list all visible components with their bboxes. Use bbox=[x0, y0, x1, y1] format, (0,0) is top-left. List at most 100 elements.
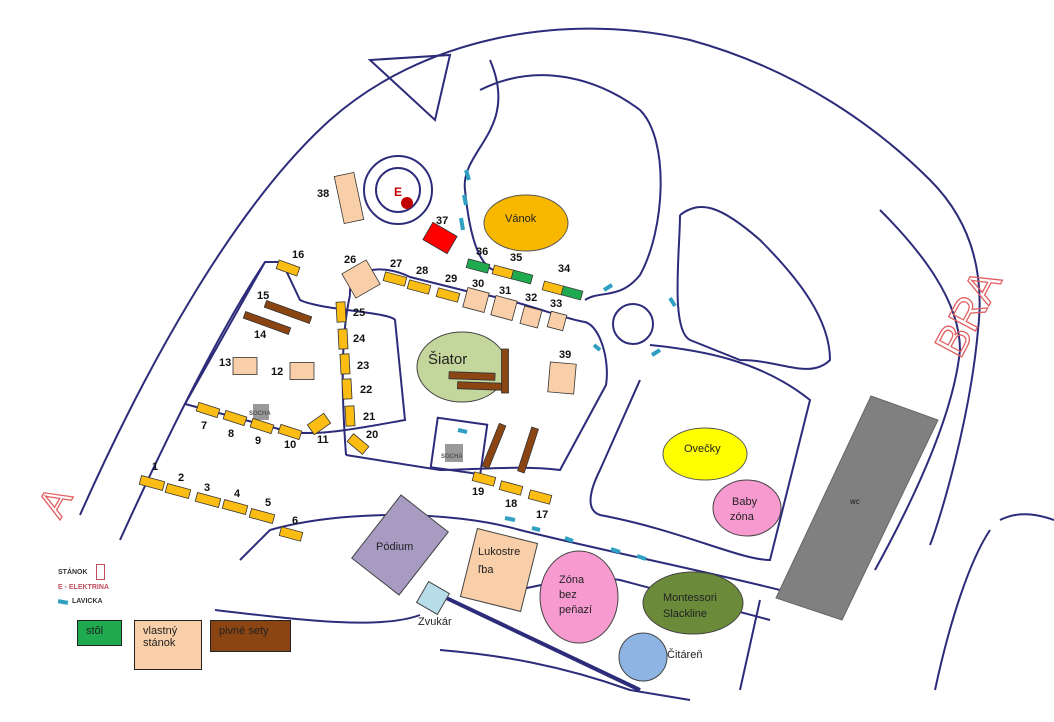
stall bbox=[249, 417, 275, 435]
stall-number: 6 bbox=[292, 515, 298, 527]
legend-pivne-sety-label: pivné sety bbox=[219, 625, 269, 637]
baby-zona-label: Baby bbox=[732, 496, 758, 508]
stall bbox=[498, 480, 524, 496]
montessori-label: Slackline bbox=[663, 608, 707, 620]
zones: Vánok Šiator Ovečky Baby zóna Pódium Zvu… bbox=[249, 185, 939, 682]
stall bbox=[277, 423, 303, 441]
stall-number: 23 bbox=[357, 360, 369, 372]
lukostrelba-label: Lukostre bbox=[478, 546, 520, 558]
socha-statue bbox=[253, 404, 269, 420]
stall-number: 26 bbox=[344, 254, 356, 266]
stall bbox=[278, 526, 304, 542]
podium-label: Pódium bbox=[376, 541, 413, 553]
siator-label: Šiator bbox=[428, 351, 467, 368]
zona-bez-penazi-label: bez bbox=[559, 589, 577, 601]
stall-number: 38 bbox=[317, 188, 329, 200]
stall-outline-icon bbox=[96, 564, 105, 580]
socha-label: SOCHA bbox=[249, 411, 271, 417]
table bbox=[560, 285, 584, 301]
stall bbox=[541, 280, 565, 296]
stall-number: 35 bbox=[510, 252, 522, 264]
stall bbox=[222, 409, 248, 427]
stall-number: 14 bbox=[254, 329, 267, 341]
socha-statue bbox=[445, 444, 463, 462]
stall bbox=[491, 264, 515, 280]
stall-number: 37 bbox=[436, 215, 448, 227]
stall bbox=[341, 378, 353, 400]
stall-number: 7 bbox=[201, 420, 207, 432]
zvukar-label: Zvukár bbox=[418, 616, 452, 628]
stall bbox=[289, 362, 315, 380]
stall-number: 17 bbox=[536, 509, 548, 521]
citaren-zone bbox=[618, 632, 668, 682]
beer-set bbox=[448, 371, 496, 381]
table bbox=[510, 269, 534, 285]
citaren-label: Čitáreň bbox=[667, 648, 702, 661]
stall-number: 29 bbox=[445, 273, 457, 285]
stall-number: 21 bbox=[363, 411, 375, 423]
zona-bez-penazi-label: peňazí bbox=[559, 604, 592, 616]
vanok-label: Vánok bbox=[505, 213, 537, 225]
stall bbox=[248, 508, 276, 524]
stall bbox=[341, 259, 381, 299]
zona-bez-penazi-label: Zóna bbox=[559, 574, 585, 586]
stall bbox=[333, 171, 365, 225]
stall-number: 24 bbox=[353, 333, 366, 345]
stall-number: 28 bbox=[416, 265, 428, 277]
stall bbox=[194, 492, 222, 508]
legend-vlastny-label: vlastný bbox=[143, 625, 178, 637]
stall-number: 20 bbox=[366, 429, 378, 441]
stall bbox=[306, 412, 332, 436]
stall-number: 9 bbox=[255, 435, 261, 447]
stall-number: 25 bbox=[353, 307, 365, 319]
stall-number: 18 bbox=[505, 498, 517, 510]
beer-set bbox=[263, 299, 313, 325]
stall-number: 19 bbox=[472, 486, 484, 498]
stall bbox=[164, 483, 192, 499]
stall bbox=[519, 305, 543, 329]
wc-label: WC bbox=[850, 500, 861, 506]
stall-number: 16 bbox=[292, 249, 304, 261]
stall-number: 11 bbox=[317, 434, 329, 446]
stall-number: 10 bbox=[284, 439, 296, 451]
stall bbox=[335, 301, 347, 323]
electricity-marker: E bbox=[394, 185, 402, 199]
beer-set bbox=[481, 422, 507, 470]
stall-number: 13 bbox=[219, 357, 231, 369]
legend-stol-label: stôl bbox=[86, 625, 104, 637]
stall bbox=[546, 310, 568, 332]
stall bbox=[547, 361, 577, 395]
legend-stanok-label: stánok bbox=[143, 637, 176, 649]
stall bbox=[422, 221, 458, 255]
stall-number: 5 bbox=[265, 497, 271, 509]
vanok-zone bbox=[483, 194, 569, 252]
lukostrelba-label: ľba bbox=[478, 564, 494, 576]
stall bbox=[471, 471, 497, 487]
stall-number: 27 bbox=[390, 258, 402, 270]
stall-number: 31 bbox=[499, 285, 511, 297]
podium bbox=[351, 494, 449, 596]
beer-set bbox=[242, 310, 292, 336]
stall bbox=[490, 295, 518, 321]
electricity-point bbox=[401, 197, 413, 209]
stall-number: 15 bbox=[257, 290, 269, 302]
stall-number: 8 bbox=[228, 428, 234, 440]
beer-set bbox=[501, 348, 509, 394]
stall bbox=[382, 271, 408, 287]
stall bbox=[344, 405, 356, 427]
montessori-label: Montessori bbox=[663, 592, 717, 604]
benches bbox=[457, 169, 677, 561]
street-label: A bbox=[30, 479, 82, 524]
stall bbox=[462, 287, 490, 313]
stall-number: 1 bbox=[152, 461, 158, 473]
socha-label: SOCHA bbox=[441, 454, 463, 460]
ovecky-zone bbox=[662, 427, 748, 481]
street-label: BRA bbox=[926, 261, 1012, 364]
stall bbox=[406, 279, 432, 295]
legend-lavicka: LAVICKA bbox=[72, 598, 103, 605]
stall bbox=[527, 489, 553, 505]
